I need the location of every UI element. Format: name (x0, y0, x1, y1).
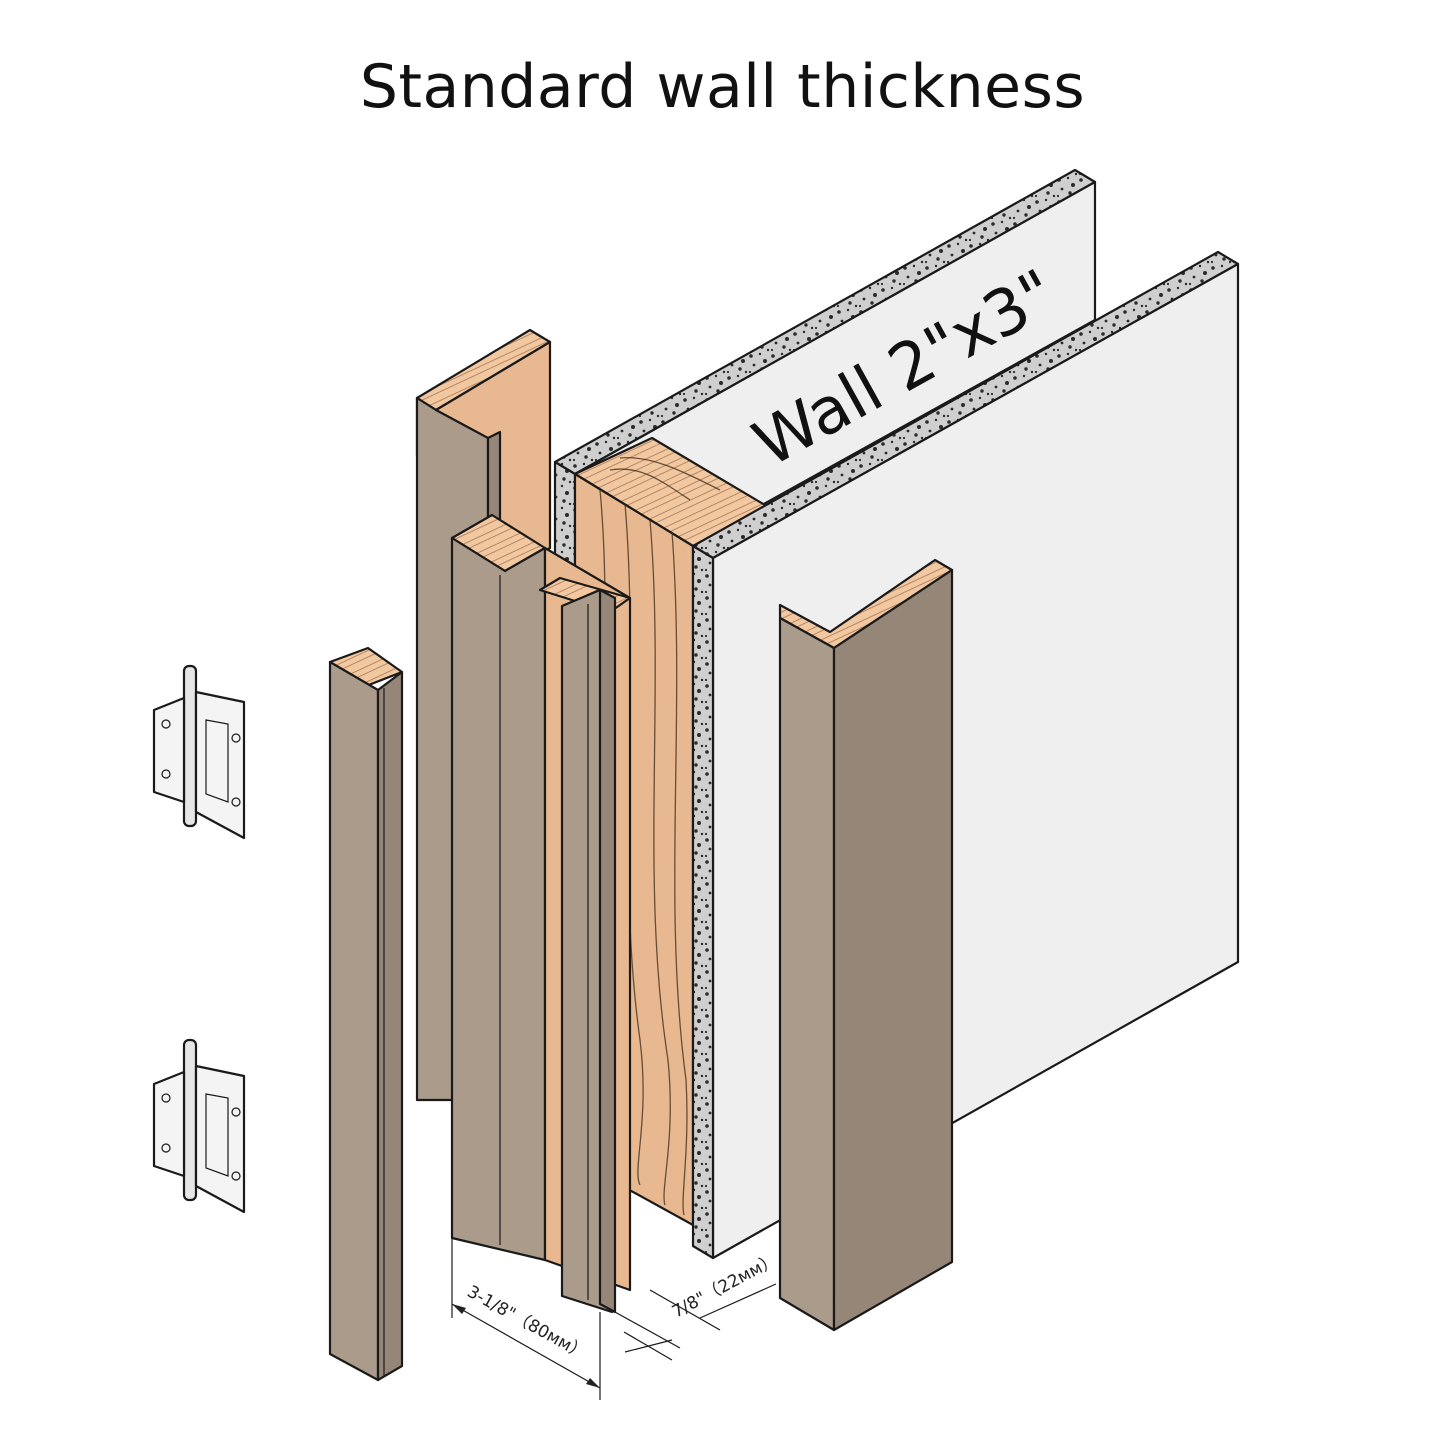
diagram-title: Standard wall thickness (359, 52, 1086, 122)
corner-trim-right (778, 558, 954, 1332)
hinge-icon (152, 1038, 246, 1214)
trim-thickness-label: 7/8"（22мм） (669, 1250, 781, 1322)
door-jamb-front (450, 513, 632, 1314)
hinge-icon (152, 664, 246, 840)
casing-trim-left (328, 646, 404, 1382)
dimension-trim-thickness: 7/8"（22мм） (614, 1250, 781, 1361)
